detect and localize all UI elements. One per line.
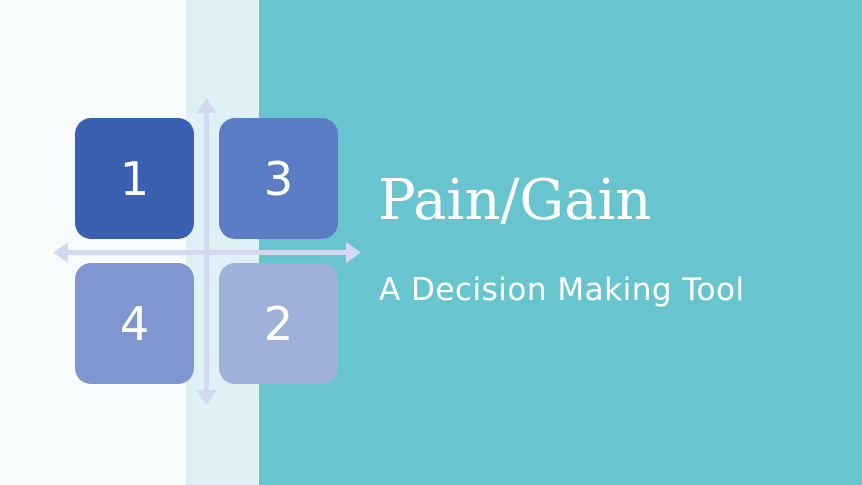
quadrant-2: 2 — [219, 263, 338, 384]
quadrant-1: 1 — [75, 118, 194, 239]
arrow-right-icon — [346, 242, 361, 263]
horizontal-axis — [66, 250, 350, 255]
quadrant-3: 3 — [219, 118, 338, 239]
arrow-left-icon — [53, 242, 68, 263]
background-band — [186, 0, 259, 485]
slide-subtitle: A Decision Making Tool — [379, 272, 745, 308]
background-left — [0, 0, 186, 485]
slide-title: Pain/Gain — [378, 168, 652, 233]
arrow-down-icon — [196, 390, 217, 405]
arrow-up-icon — [196, 98, 217, 113]
background-panel — [259, 0, 862, 485]
quadrant-4: 4 — [75, 263, 194, 384]
